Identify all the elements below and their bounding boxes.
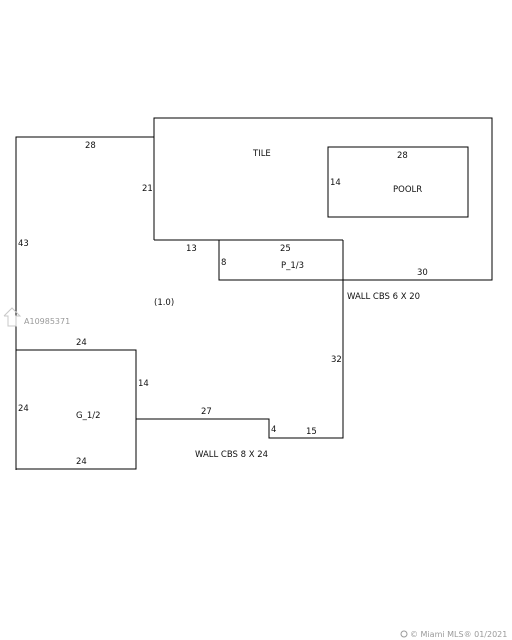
dim-garage-right: 14 bbox=[138, 379, 149, 389]
dim-p13-bottom: 30 bbox=[417, 268, 428, 278]
mls-brand-watermark: © Miami MLS® 01/2021 bbox=[410, 630, 507, 639]
listing-id-watermark: A10985371 bbox=[24, 317, 70, 326]
garage-label: G_1/2 bbox=[76, 411, 101, 421]
dim-main-left: 43 bbox=[18, 239, 29, 249]
dim-garage-bottom: 24 bbox=[76, 457, 87, 467]
dim-garage-left: 24 bbox=[18, 404, 29, 414]
dim-east-wall: 32 bbox=[331, 355, 342, 365]
main-unit-label: (1.0) bbox=[154, 298, 174, 308]
tile-label: TILE bbox=[252, 149, 271, 159]
mls-logo-icon bbox=[400, 630, 408, 638]
dim-tile-bottom: 13 bbox=[186, 244, 197, 254]
pool-label: POOLR bbox=[393, 185, 422, 195]
tile-area-outline bbox=[153, 117, 493, 281]
wall-cbs-20-label: WALL CBS 6 X 20 bbox=[347, 292, 420, 302]
east-wall-outline bbox=[136, 280, 344, 439]
dim-notch-side: 4 bbox=[271, 425, 276, 435]
dim-p13-top: 25 bbox=[280, 244, 291, 254]
dim-pool-left: 14 bbox=[330, 178, 341, 188]
dim-notch-bottom: 15 bbox=[306, 427, 317, 437]
dim-notch-top: 27 bbox=[201, 407, 212, 417]
dim-main-top: 28 bbox=[85, 141, 96, 151]
dim-p13-left: 8 bbox=[221, 258, 226, 268]
garage-outline bbox=[15, 349, 137, 470]
dim-pool-top: 28 bbox=[397, 151, 408, 161]
dim-tile-left: 21 bbox=[142, 184, 153, 194]
house-watermark-icon bbox=[3, 307, 22, 327]
p13-label: P_1/3 bbox=[281, 261, 304, 271]
dim-garage-top: 24 bbox=[76, 338, 87, 348]
wall-cbs-24-label: WALL CBS 8 X 24 bbox=[195, 450, 268, 460]
pool-outline bbox=[327, 146, 469, 218]
